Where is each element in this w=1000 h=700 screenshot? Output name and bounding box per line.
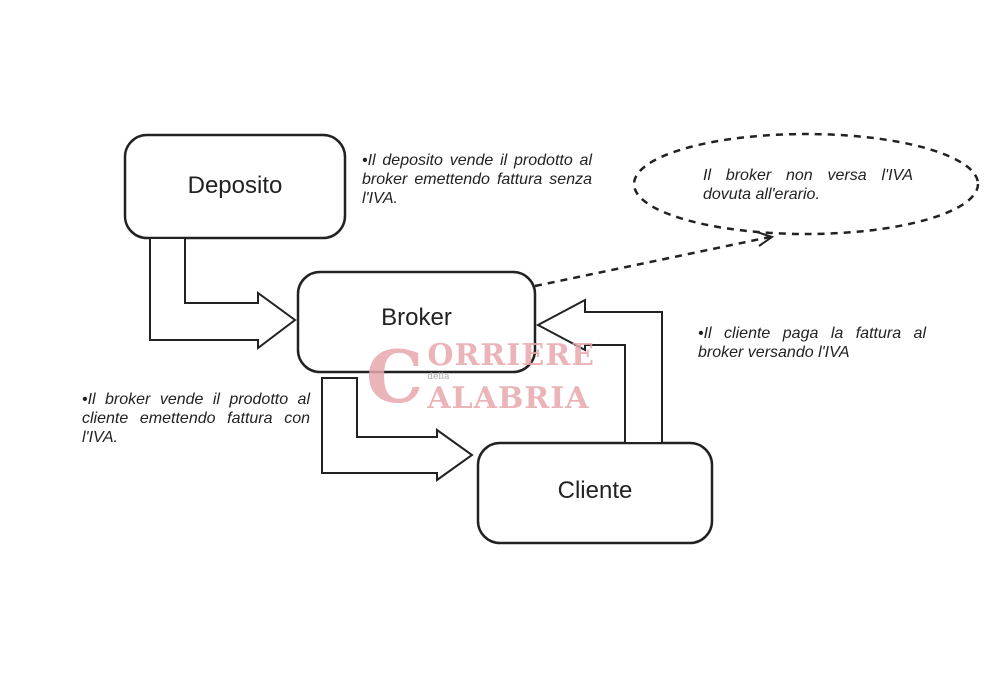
deposito-label: Deposito [187,172,283,199]
note-broker-erario: Il broker non versa l'IVA dovuta all'era… [703,167,913,203]
note-broker-to-cliente: •Il broker vende il prodotto al cliente … [82,391,310,446]
broker-label: Broker [381,304,452,331]
note-deposito-to-broker: •Il deposito vende il prodotto al broker… [362,152,592,207]
dashed-ellipse [632,132,980,236]
broker-box [296,270,537,374]
dashed-arrowhead [756,231,775,247]
watermark-text: ORRIERE della ALABRIA [427,337,596,416]
watermark-line1: ORRIERE [427,337,596,373]
arrow-broker-to-cliente [321,377,474,482]
watermark-small: della [427,371,450,382]
watermark-line2: ALABRIA [427,380,590,416]
dashed-arrow-broker-to-note [534,235,771,288]
deposito-box [123,133,347,240]
watermark: C ORRIERE della ALABRIA [366,339,595,415]
note-cliente-to-broker: •Il cliente paga la fattura al broker ve… [698,325,926,361]
arrow-cliente-to-broker [535,298,663,444]
arrow-deposito-to-broker [149,237,297,351]
watermark-initial: C [366,334,424,419]
cliente-box [476,441,714,545]
cliente-label: Cliente [557,477,633,504]
